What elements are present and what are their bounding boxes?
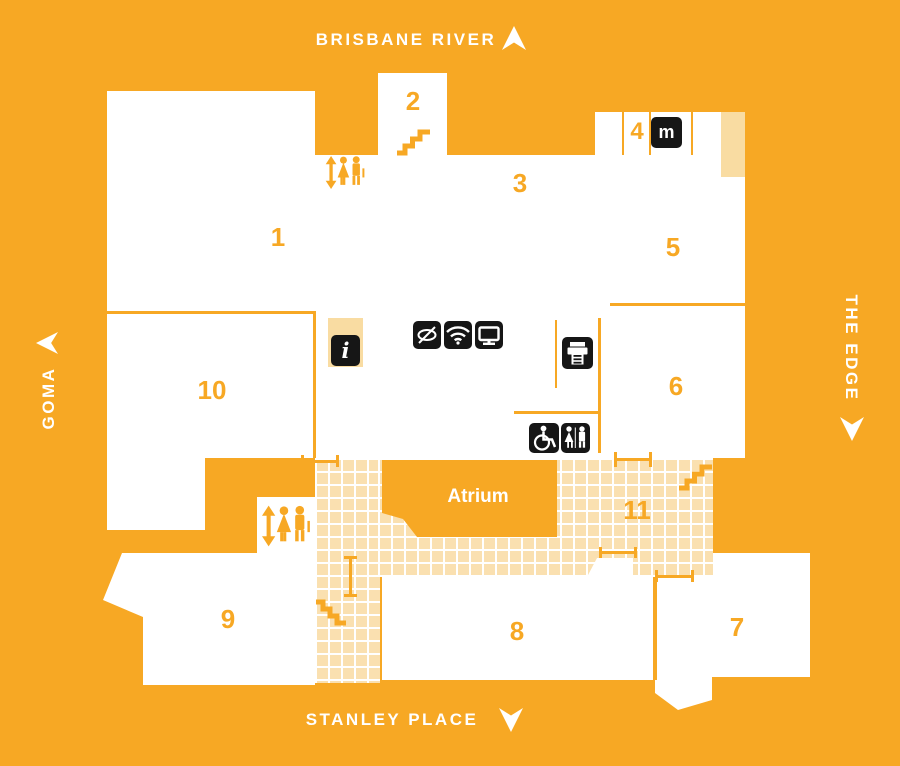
main-floor-shape xyxy=(107,155,745,458)
area-10-number: 10 xyxy=(197,375,227,405)
area-3-number: 3 xyxy=(512,168,528,198)
wall-toilet-nook xyxy=(514,411,601,414)
wall-print-nook xyxy=(555,320,557,388)
wall-6-hall xyxy=(598,318,601,453)
door-marker-area9 xyxy=(344,556,357,597)
goma-arrow-icon xyxy=(35,332,59,354)
area-9-shape xyxy=(103,553,315,685)
area-7-shape xyxy=(713,553,810,677)
area-7-tail-shape xyxy=(655,677,712,710)
area-8-bump-shape xyxy=(587,558,633,577)
area-11-number: 11 xyxy=(623,495,651,525)
wall-8-corridor xyxy=(653,577,657,680)
corridor-shape xyxy=(657,577,687,677)
wall-10-hall xyxy=(313,311,316,458)
street-label-goma: GOMA xyxy=(39,366,58,430)
toilets-icon xyxy=(561,423,590,453)
meeting-room-icon: m xyxy=(651,117,682,148)
door-marker-west xyxy=(301,455,339,467)
lift-icon xyxy=(262,505,311,547)
atrium-shape xyxy=(382,460,557,537)
edge-arrow-icon xyxy=(840,417,864,441)
meeting-room-glyph: m xyxy=(658,122,675,142)
area-2-number: 2 xyxy=(405,86,421,116)
south-arrow-icon xyxy=(498,708,524,732)
area-5-number: 5 xyxy=(665,232,681,262)
area-9-number: 9 xyxy=(220,604,236,634)
wall-room4-c xyxy=(691,112,693,155)
low-vision-eye-icon xyxy=(413,321,441,349)
area-6-number: 6 xyxy=(668,371,684,401)
wifi-icon xyxy=(444,321,472,349)
stairs-icon xyxy=(678,460,712,491)
lift-icon xyxy=(323,156,368,189)
street-label-stanley-place: STANLEY PLACE xyxy=(305,710,479,729)
area-10-annex-shape xyxy=(107,455,205,530)
street-label-the-edge: THE EDGE xyxy=(842,294,861,402)
stairs-icon xyxy=(396,125,430,156)
area-7-number: 7 xyxy=(729,612,745,642)
information-icon: i xyxy=(331,335,360,366)
computer-icon xyxy=(475,321,503,349)
door-marker-area6 xyxy=(614,452,652,467)
street-label-brisbane-river: BRISBANE RIVER xyxy=(315,30,497,49)
area-4-number: 4 xyxy=(630,118,644,145)
wall-room4-b xyxy=(649,112,651,155)
highlight-east-rooms xyxy=(721,112,745,177)
area-8-number: 8 xyxy=(509,616,525,646)
atrium-label: Atrium xyxy=(447,486,509,507)
north-arrow-icon xyxy=(501,26,527,50)
wall-5-6 xyxy=(610,303,745,306)
wall-1-10 xyxy=(107,311,315,314)
area-7-west-shape xyxy=(687,567,717,677)
wall-room4-a xyxy=(622,112,624,155)
info-glyph: i xyxy=(341,338,350,363)
door-marker-area8 xyxy=(599,547,637,558)
printer-icon xyxy=(562,337,593,369)
stairs-icon xyxy=(316,599,346,630)
area-8-shape xyxy=(382,577,653,680)
wheelchair-access-icon xyxy=(529,423,559,453)
area-1-number: 1 xyxy=(270,222,286,252)
door-marker-area7 xyxy=(655,570,694,582)
